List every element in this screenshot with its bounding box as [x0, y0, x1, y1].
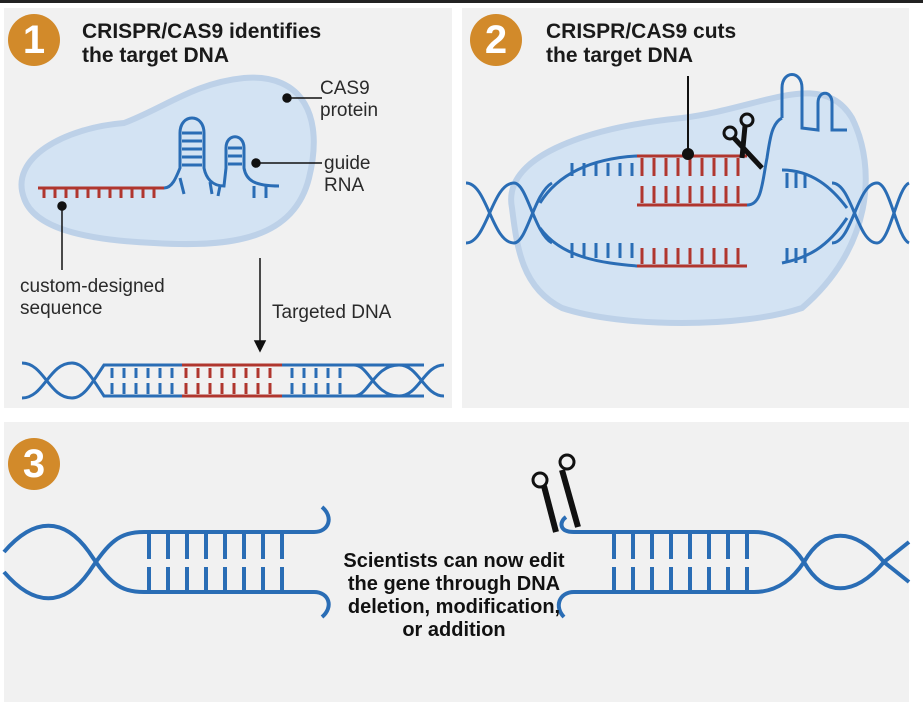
step-1-badge: 1: [8, 14, 60, 66]
scissors-icon: [531, 453, 581, 533]
dna-double-helix-icon: [21, 361, 445, 400]
step-3-badge: 3: [8, 438, 60, 490]
step-2-panel: 2 CRISPR/CAS9 cuts the target DNA: [462, 8, 910, 408]
step-2-diagram: [465, 73, 910, 326]
callout-lines: [57, 93, 322, 353]
dna-left-fragment: [2, 505, 331, 619]
top-rule: [0, 0, 923, 3]
cas9-protein-icon: [18, 74, 317, 248]
custom-sequence-label-line-2: sequence: [20, 298, 103, 319]
targeted-dna-label: Targeted DNA: [272, 302, 392, 323]
cas9-protein-label: CAS9 protein: [320, 78, 378, 122]
scissors-icon: [722, 112, 764, 170]
step-1-title-line-1: CRISPR/CAS9 identifies: [82, 20, 322, 43]
step-1-panel: 1 CRISPR/CAS9 identifies the target DNA: [4, 8, 452, 408]
dna-right-fragment: [556, 515, 911, 619]
caption-line-1: Scientists can now edit: [343, 550, 565, 572]
step-3-panel: 3 Scientists can now edit the gene throu…: [2, 422, 911, 702]
cas9-label-line-2: protein: [320, 100, 379, 121]
caption-line-2: the gene through DNA: [347, 573, 561, 595]
step-2-badge: 2: [470, 14, 522, 66]
caption-line-4: or addition: [402, 619, 506, 641]
step-2-title-line-1: CRISPR/CAS9 cuts: [546, 20, 737, 43]
target-pointer: [682, 76, 694, 160]
guide-rna-label: guide RNA: [324, 153, 371, 197]
guide-rna-label-line-1: guide: [324, 153, 371, 174]
step-2-title: CRISPR/CAS9 cuts the target DNA: [546, 20, 736, 68]
step-1-title-line-2: the target DNA: [82, 44, 230, 67]
guide-rna-label-line-2: RNA: [324, 175, 365, 196]
step-1-diagram: [18, 74, 445, 400]
caption-line-3: deletion, modification,: [347, 596, 561, 618]
step-3-caption: Scientists can now edit the gene through…: [304, 550, 604, 642]
cas9-label-line-1: CAS9: [320, 78, 370, 99]
step-1-title: CRISPR/CAS9 identifies the target DNA: [82, 20, 321, 68]
guide-rna-icon: [163, 116, 280, 198]
step-3-diagram: [2, 453, 911, 619]
custom-sequence-strand: [38, 186, 164, 198]
custom-sequence-label-line-1: custom-designed: [20, 276, 165, 297]
step-2-title-line-2: the target DNA: [546, 44, 694, 67]
custom-sequence-label: custom-designed sequence: [20, 276, 165, 320]
